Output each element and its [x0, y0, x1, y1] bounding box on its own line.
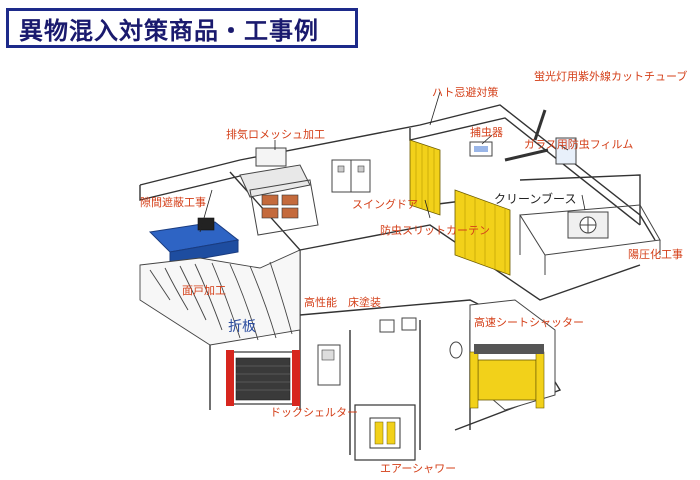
label-clean-booth: クリーンブース — [494, 192, 577, 206]
label-floor-coating: 高性能 床塗装 — [304, 296, 381, 309]
blue-counter — [148, 217, 240, 265]
label-door-frame: 面戸加工 — [182, 284, 226, 297]
swing-door — [331, 159, 371, 193]
label-air-shower: エアーシャワー — [380, 462, 457, 475]
high-speed-shutter — [469, 299, 556, 411]
side-door — [317, 344, 341, 386]
exhaust-hood — [239, 147, 319, 236]
label-gap-shield: 隙間遮蔽工事 — [140, 196, 206, 209]
air-shower-unit — [354, 404, 416, 461]
label-dock-shelter: ドックシェルター — [270, 406, 358, 419]
insect-trap — [469, 141, 493, 157]
dock-shelter — [226, 350, 300, 406]
label-high-speed-shutter: 高速シートシャッター — [474, 316, 584, 329]
uv-tube — [504, 109, 549, 162]
label-uv-tube: 蛍光灯用紫外線カットチューブ — [534, 70, 688, 83]
label-positive-pressure: 陽圧化工事 — [628, 248, 683, 261]
label-hato: ハト忌避対策 — [432, 86, 499, 99]
label-glass-film: ガラス用防虫フィルム — [524, 138, 634, 151]
leader-lines — [199, 91, 586, 233]
page-title: 異物混入対策商品・工事例 — [19, 16, 319, 45]
folded-plate-roof — [139, 249, 301, 346]
label-insect-trap: 捕虫器 — [470, 126, 503, 139]
slit-curtain — [409, 139, 511, 276]
label-exhaust-mesh: 排気ロメッシュ加工 — [226, 128, 325, 141]
clean-booth — [519, 204, 661, 275]
glass-window — [555, 137, 577, 165]
wall-windows — [379, 317, 463, 359]
label-swing-door: スイングドア — [352, 198, 418, 211]
label-folded-plate: 折板 — [228, 319, 256, 335]
title-box: 異物混入対策商品・工事例 — [6, 8, 358, 48]
label-slit-curtain: 防虫スリットカーテン — [380, 224, 490, 237]
